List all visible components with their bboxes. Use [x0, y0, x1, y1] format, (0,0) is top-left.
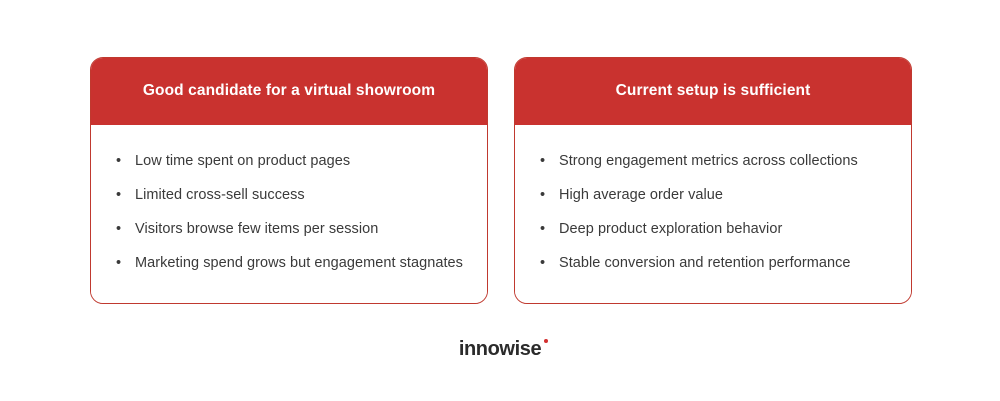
card-good-candidate: Good candidate for a virtual showroom • … — [90, 57, 488, 304]
bullet-point-icon: • — [540, 153, 546, 169]
brand-name-label: innowise — [458, 338, 542, 360]
card-title-good-candidate: Good candidate for a virtual showroom — [142, 82, 436, 100]
list-item-label: Stable conversion and retention performa… — [559, 255, 851, 271]
card-header-good-candidate: Good candidate for a virtual showroom — [91, 58, 487, 125]
list-item-label: Strong engagement metrics across collect… — [559, 153, 858, 169]
bullet-point-icon: • — [540, 187, 546, 203]
bullet-point-icon: • — [540, 221, 546, 237]
list-item: • Deep product exploration behavior — [537, 219, 889, 240]
card-header-current-setup: Current setup is sufficient — [515, 58, 911, 125]
list-item-label: Deep product exploration behavior — [559, 221, 783, 237]
list-item-label: Limited cross-sell success — [135, 187, 305, 203]
bullet-point-icon: • — [116, 153, 122, 169]
bullet-point-icon: • — [540, 255, 546, 271]
list-item: • Low time spent on product pages — [113, 151, 465, 172]
brand-logo: innowise — [0, 338, 1000, 360]
bullet-list-current-setup: • Strong engagement metrics across colle… — [537, 151, 889, 274]
comparison-cards: Good candidate for a virtual showroom • … — [90, 57, 912, 304]
list-item: • Limited cross-sell success — [113, 185, 465, 206]
bullet-point-icon: • — [116, 255, 122, 271]
bullet-point-icon: • — [116, 187, 122, 203]
list-item-label: Visitors browse few items per session — [135, 221, 379, 237]
card-body-current-setup: • Strong engagement metrics across colle… — [515, 125, 911, 303]
brand-wordmark-text: innowise — [458, 338, 549, 360]
card-title-current-setup: Current setup is sufficient — [615, 82, 811, 100]
bullet-point-icon: • — [116, 221, 122, 237]
list-item: • Marketing spend grows but engagement s… — [113, 253, 465, 274]
brand-dot-icon — [544, 339, 549, 343]
card-current-setup: Current setup is sufficient • Strong eng… — [514, 57, 912, 304]
list-item-label: Low time spent on product pages — [135, 153, 351, 169]
list-item: • Stable conversion and retention perfor… — [537, 253, 889, 274]
list-item: • Strong engagement metrics across colle… — [537, 151, 889, 172]
list-item-label: Marketing spend grows but engagement sta… — [135, 255, 463, 271]
bullet-list-good-candidate: • Low time spent on product pages • Limi… — [113, 151, 465, 274]
list-item-label: High average order value — [559, 187, 724, 203]
list-item: • High average order value — [537, 185, 889, 206]
card-body-good-candidate: • Low time spent on product pages • Limi… — [91, 125, 487, 303]
list-item: • Visitors browse few items per session — [113, 219, 465, 240]
